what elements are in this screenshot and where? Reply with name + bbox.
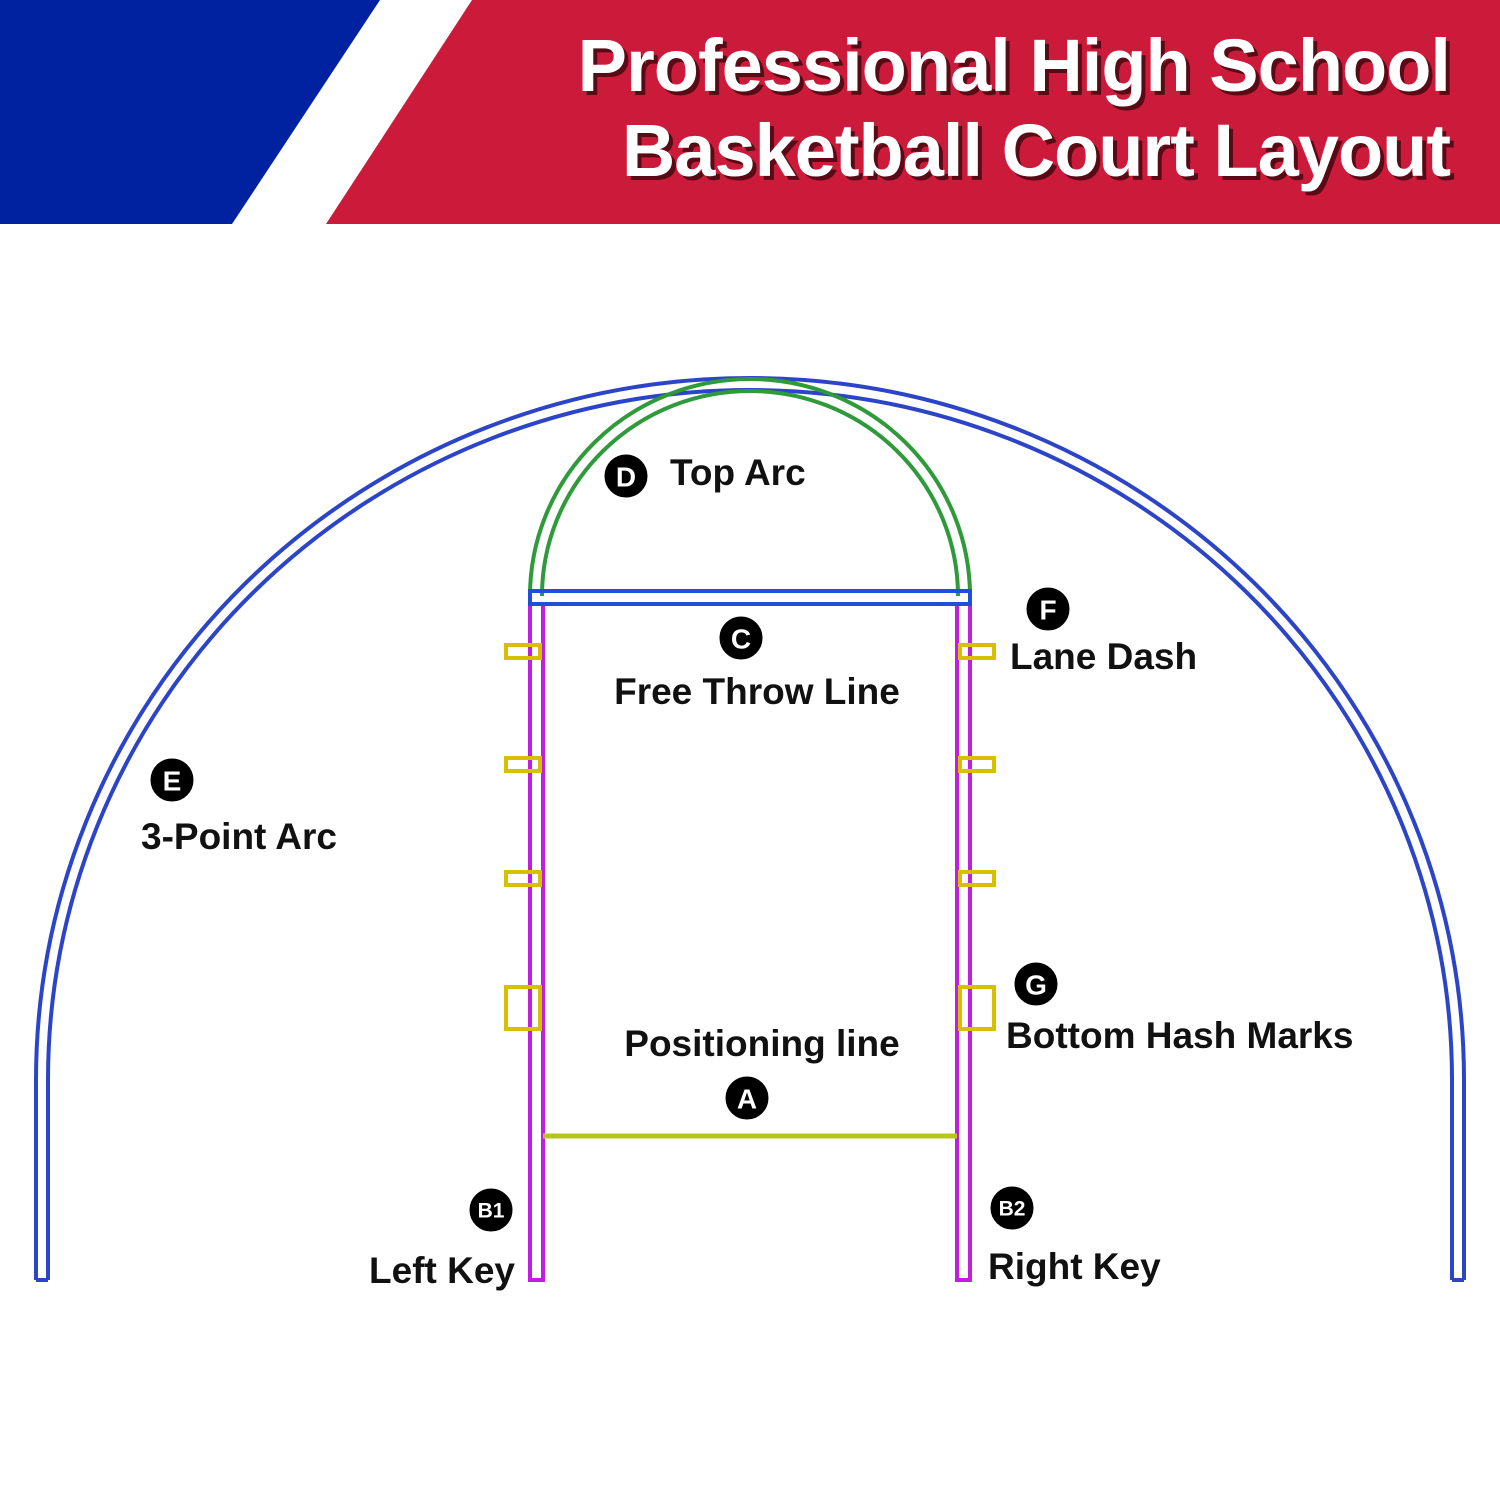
label-c: C Free Throw Line bbox=[614, 613, 900, 712]
badge-g bbox=[1011, 959, 1061, 1009]
label-d-text: Top Arc bbox=[670, 452, 806, 493]
badge-f bbox=[1023, 584, 1073, 634]
top-arc-outer bbox=[528, 377, 972, 597]
badge-d bbox=[601, 451, 651, 501]
free-throw-line bbox=[528, 589, 972, 606]
badge-a-text: A bbox=[737, 1084, 757, 1115]
badge-e-text: E bbox=[163, 766, 182, 797]
title-line-2-shadow: Basketball Court Layout bbox=[626, 113, 1455, 196]
badge-d-text: D bbox=[616, 462, 636, 493]
label-f-text: Lane Dash bbox=[1010, 636, 1197, 677]
label-f: F Lane Dash bbox=[1010, 584, 1197, 677]
banner-red-stripe bbox=[326, 0, 1500, 224]
badge-b1 bbox=[466, 1185, 516, 1235]
banner-blue-stripe bbox=[0, 0, 380, 224]
label-g: G Bottom Hash Marks bbox=[1006, 959, 1353, 1056]
title-line-2: Basketball Court Layout bbox=[622, 109, 1451, 192]
badge-e bbox=[147, 755, 197, 805]
bottom-hash-mark-left bbox=[504, 985, 542, 1031]
label-g-text: Bottom Hash Marks bbox=[1006, 1015, 1353, 1056]
badge-c-text: C bbox=[731, 624, 751, 655]
badge-b2-text: B2 bbox=[999, 1198, 1026, 1221]
top-arc bbox=[528, 377, 972, 597]
badge-a bbox=[722, 1073, 772, 1123]
lane-dash-right-3 bbox=[958, 870, 996, 887]
lane-dash-left-3 bbox=[504, 870, 542, 887]
bottom-hash-mark-right bbox=[958, 985, 996, 1031]
top-arc-inner bbox=[540, 389, 960, 597]
label-a: Positioning line A bbox=[624, 1023, 900, 1123]
label-b1-text: Left Key bbox=[369, 1250, 515, 1291]
lane-dash-left-2 bbox=[504, 756, 542, 773]
title-line-1-shadow: Professional High School bbox=[582, 28, 1454, 111]
badge-b1-text: B1 bbox=[478, 1200, 505, 1223]
badge-c bbox=[716, 613, 766, 663]
label-c-text: Free Throw Line bbox=[614, 671, 900, 712]
label-e-text: 3-Point Arc bbox=[141, 816, 337, 857]
lane-dash-right-2 bbox=[958, 756, 996, 773]
label-a-text: Positioning line bbox=[624, 1023, 899, 1064]
label-b1: B1 Left Key bbox=[369, 1185, 516, 1291]
title-line-1: Professional High School bbox=[578, 24, 1450, 107]
right-key-line bbox=[955, 602, 972, 1282]
badge-f-text: F bbox=[1039, 595, 1056, 626]
lane-dash-left-1 bbox=[504, 643, 542, 660]
label-e: E 3-Point Arc bbox=[141, 755, 337, 857]
lane-dashes bbox=[504, 643, 996, 1031]
badge-g-text: G bbox=[1025, 970, 1047, 1001]
left-key-line bbox=[528, 602, 545, 1282]
label-b2: B2 Right Key bbox=[987, 1183, 1161, 1287]
label-d: D Top Arc bbox=[601, 451, 806, 501]
title-banner: Professional High School Professional Hi… bbox=[0, 0, 1500, 224]
label-b2-text: Right Key bbox=[988, 1246, 1161, 1287]
lane-dash-right-1 bbox=[958, 643, 996, 660]
badge-b2 bbox=[987, 1183, 1037, 1233]
